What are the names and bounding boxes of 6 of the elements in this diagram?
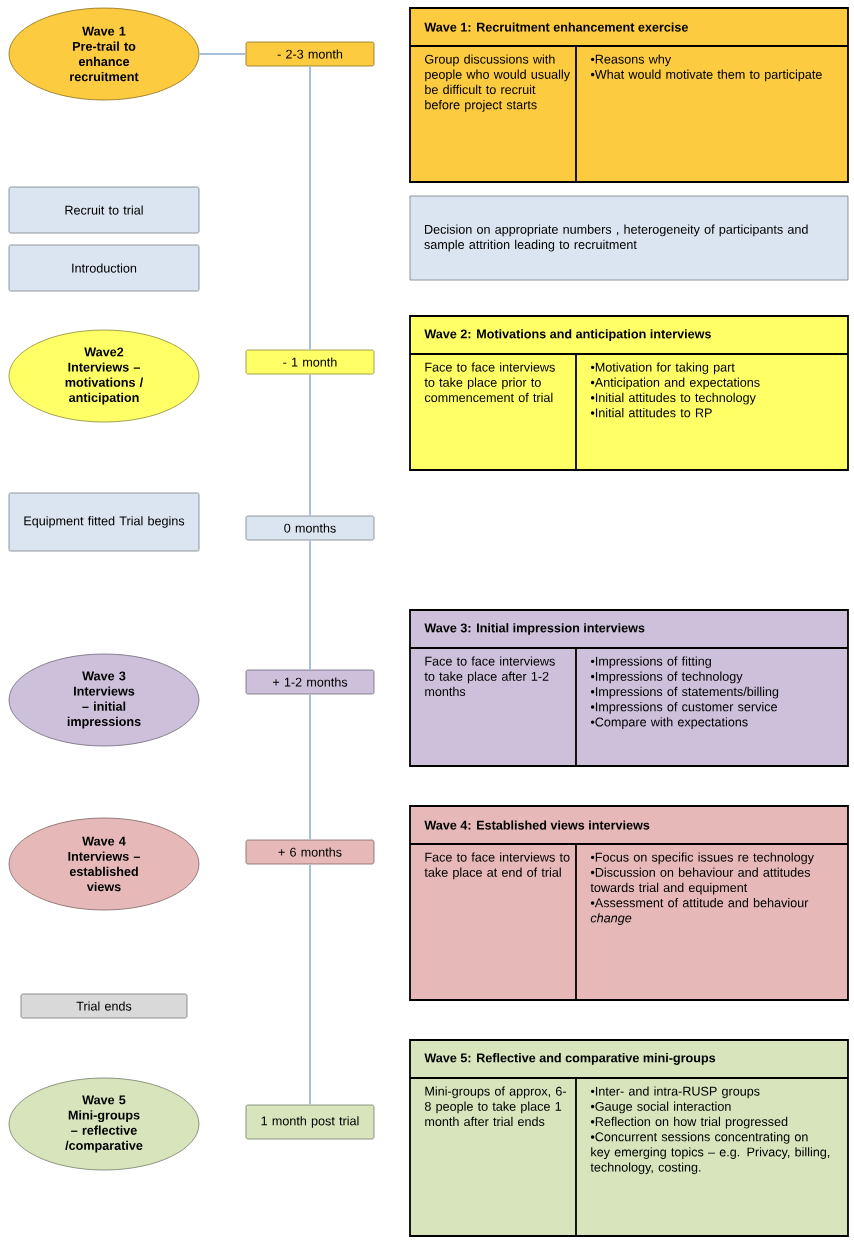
timeline-line <box>309 539 311 671</box>
timeline-line <box>309 65 311 351</box>
timeline-line <box>309 693 311 841</box>
timeline-line <box>309 373 311 517</box>
timeline-line <box>309 863 311 1106</box>
timeline-line <box>198 53 247 55</box>
